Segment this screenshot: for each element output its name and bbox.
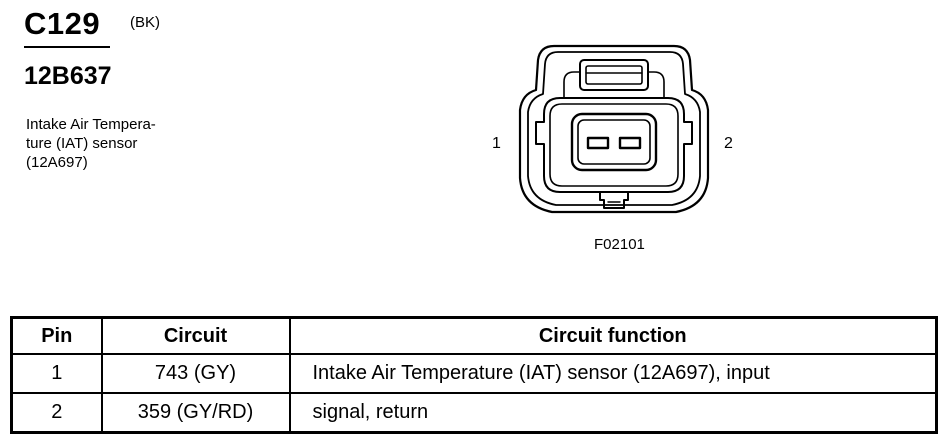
terminal-pin-1	[586, 136, 610, 150]
connector-color: (BK)	[130, 14, 160, 31]
lock-tab	[579, 59, 649, 91]
part-number: 12B637	[24, 62, 112, 90]
figure-code: F02101	[594, 236, 645, 253]
circuit-cell: 359 (GY/RD)	[100, 392, 291, 434]
table-row: 1 743 (GY) Intake Air Temperature (IAT) …	[10, 353, 938, 394]
connector-outer-housing-inner	[527, 51, 701, 206]
lock-tab-inner	[585, 65, 643, 85]
column-header-circuit: Circuit	[100, 316, 291, 355]
connector-inner-body	[535, 97, 693, 193]
terminal-cavity-inner	[577, 119, 651, 165]
circuit-cell: 743 (GY)	[100, 353, 291, 394]
function-cell: Intake Air Temperature (IAT) sensor (12A…	[288, 353, 938, 394]
connector-outer-housing	[518, 44, 710, 214]
connector-face-diagram	[518, 44, 710, 214]
description-line: ture (IAT) sensor	[26, 135, 138, 152]
connector-id: C129	[24, 6, 101, 41]
table-row: 2 359 (GY/RD) signal, return	[10, 392, 938, 434]
pin-label-right: 2	[724, 135, 733, 152]
terminal-cavity	[570, 112, 658, 172]
connector-description: Intake Air Tempera- ture (IAT) sensor (1…	[26, 115, 156, 172]
table-header-row: Pin Circuit Circuit function	[10, 316, 938, 355]
pin-cell: 2	[10, 392, 103, 434]
pin-label-left: 1	[492, 135, 501, 152]
title-underline	[24, 46, 110, 48]
description-line: Intake Air Tempera-	[26, 116, 156, 133]
bottom-key	[599, 191, 629, 209]
description-line: (12A697)	[26, 154, 88, 171]
terminal-pin-2	[618, 136, 642, 150]
pin-cell: 1	[10, 353, 103, 394]
pin-table: Pin Circuit Circuit function 1 743 (GY) …	[10, 316, 938, 434]
column-header-function: Circuit function	[288, 316, 938, 355]
column-header-pin: Pin	[10, 316, 103, 355]
function-cell: signal, return	[288, 392, 938, 434]
